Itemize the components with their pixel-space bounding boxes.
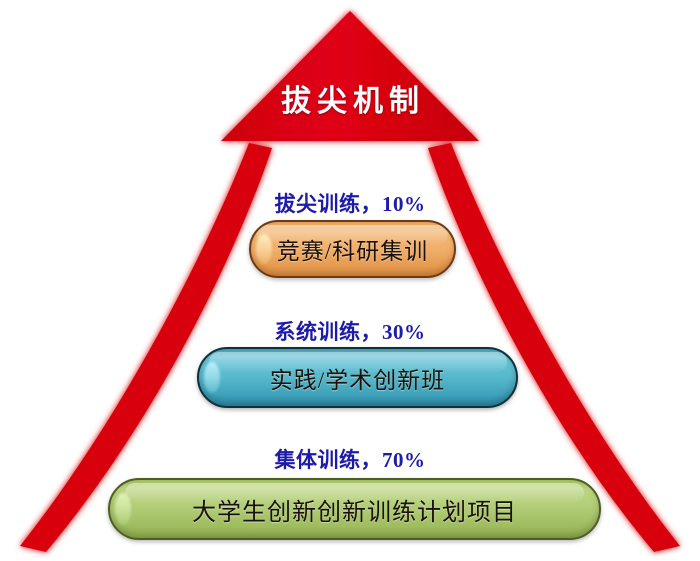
level-label-bottom: 集体训练，70%: [274, 448, 426, 472]
level-label-top: 拔尖训练，10%: [274, 192, 426, 216]
pill-bottom[interactable]: 大学生创新创新训练计划项目: [108, 478, 601, 540]
arrow-right-leg: [428, 143, 680, 552]
pill-middle-label: 实践/学术创新班: [269, 367, 446, 393]
arrow-head: [221, 11, 479, 141]
pill-highlight-icon: [204, 361, 220, 394]
pill-bottom-label: 大学生创新创新训练计划项目: [192, 499, 517, 526]
arrow-left-leg: [20, 143, 272, 552]
pill-highlight-icon: [256, 233, 272, 265]
level-label-middle: 系统训练，30%: [274, 320, 426, 344]
pill-top-label: 竞赛/科研集训: [276, 239, 429, 264]
pill-top[interactable]: 竞赛/科研集训: [249, 220, 456, 278]
pill-highlight-icon: [115, 492, 131, 526]
pill-middle[interactable]: 实践/学术创新班: [197, 347, 518, 408]
